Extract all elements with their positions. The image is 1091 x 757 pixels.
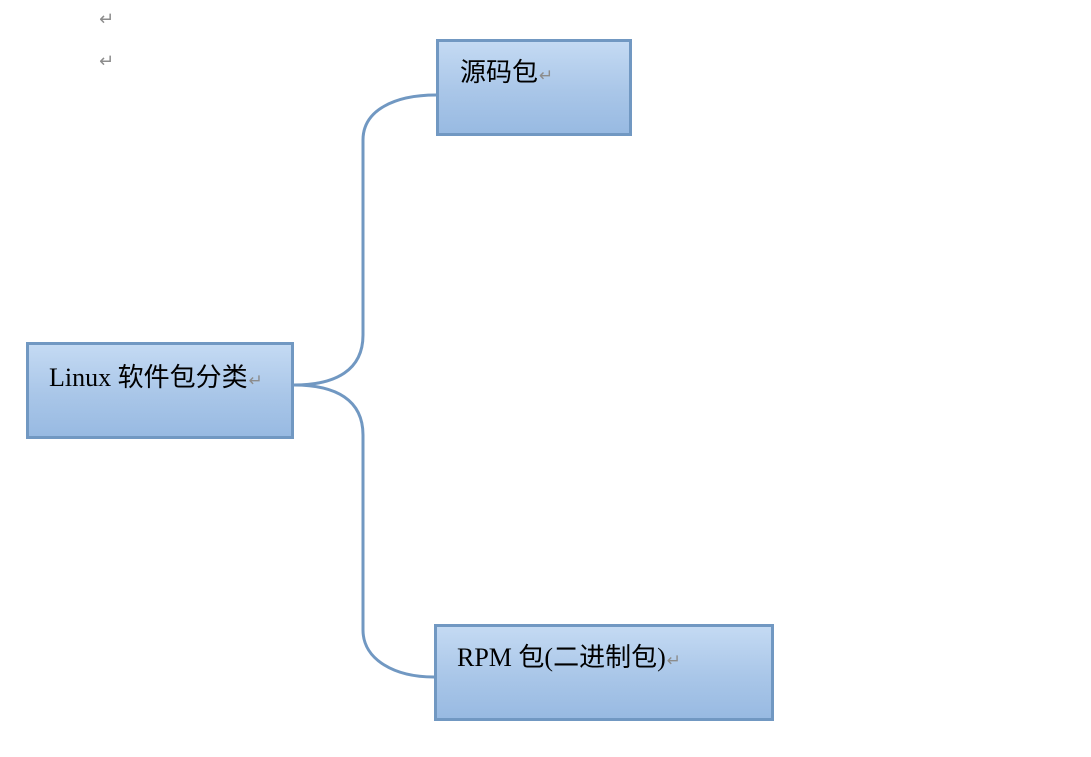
connector-root-to-source [293, 93, 437, 387]
node-linux-package-categories[interactable]: Linux 软件包分类↵ [26, 342, 294, 439]
return-mark-icon: ↵ [666, 651, 681, 671]
node-label: Linux 软件包分类↵ [49, 363, 263, 392]
node-label: 源码包↵ [460, 58, 554, 87]
return-mark-icon: ↵ [248, 371, 263, 391]
connector-root-to-rpm [293, 383, 435, 679]
node-rpm-package[interactable]: RPM 包(二进制包)↵ [434, 624, 774, 721]
node-label: RPM 包(二进制包)↵ [457, 643, 681, 672]
return-mark-icon: ↵ [539, 66, 554, 86]
paragraph-mark-icon: ↵ [99, 51, 115, 72]
node-source-package[interactable]: 源码包↵ [436, 39, 632, 136]
paragraph-mark-icon: ↵ [99, 9, 115, 30]
